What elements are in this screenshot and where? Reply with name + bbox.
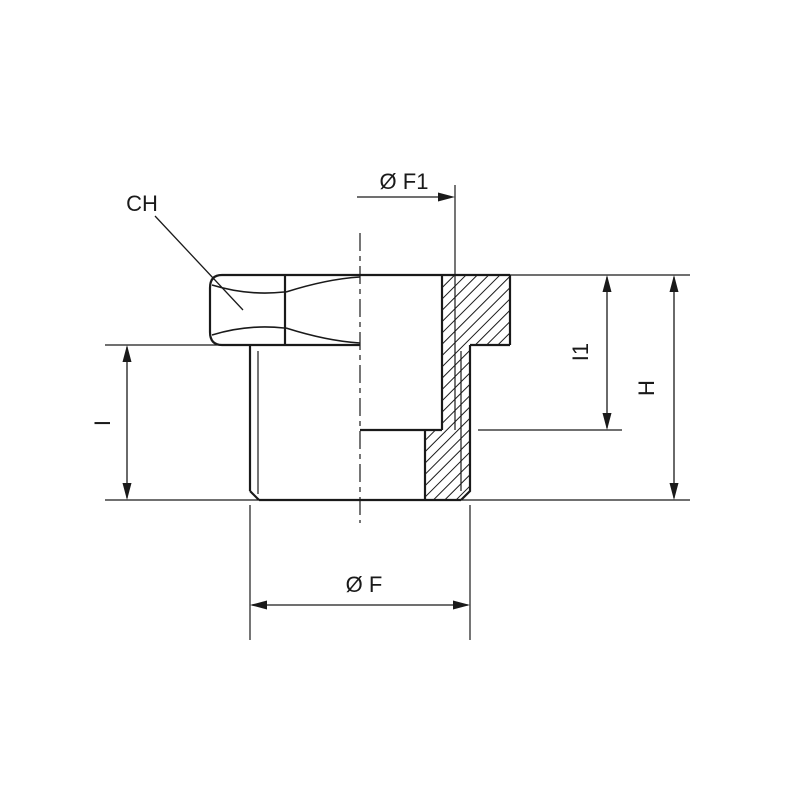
section-hatch-region [425, 275, 510, 500]
dimension-f1: Ø F1 [357, 169, 455, 202]
body-outer-right-edge [460, 345, 472, 501]
body-left-chamfer-edge [249, 490, 260, 501]
hex-chamfer-arc-bottom-left [211, 326, 285, 336]
extension-lines [105, 274, 690, 640]
label-i: I [90, 420, 115, 426]
f1-arrowhead-right [438, 192, 455, 202]
drawing-root: CH Ø F1 Ø F I I1 [90, 169, 690, 640]
f-arrowhead-right [453, 600, 470, 610]
label-ch: CH [126, 191, 158, 216]
hex-left-silhouette [208, 273, 223, 347]
label-f: Ø F [346, 572, 383, 597]
h-arrowhead-top [669, 275, 679, 292]
dimension-ch: CH [126, 191, 244, 311]
label-f1: Ø F1 [380, 169, 429, 194]
i-arrowhead-bottom [122, 483, 132, 500]
h-arrowhead-bottom [669, 483, 679, 500]
label-i1: I1 [568, 343, 593, 361]
hex-chamfer-arc-top-center [285, 276, 361, 293]
hex-chamfer-arc-top-left [211, 284, 285, 294]
dimension-i: I [90, 345, 132, 500]
dimension-i1: I1 [568, 275, 612, 430]
dimension-f: Ø F [250, 572, 470, 610]
dimension-h: H [634, 275, 679, 500]
f-arrowhead-left [250, 600, 267, 610]
i-arrowhead-top [122, 345, 132, 362]
i1-arrowhead-bottom [602, 413, 612, 430]
label-h: H [634, 380, 659, 396]
ch-leader-line [154, 215, 244, 311]
hex-chamfer-arc-bottom-center [285, 327, 361, 344]
i1-arrowhead-top [602, 275, 612, 292]
